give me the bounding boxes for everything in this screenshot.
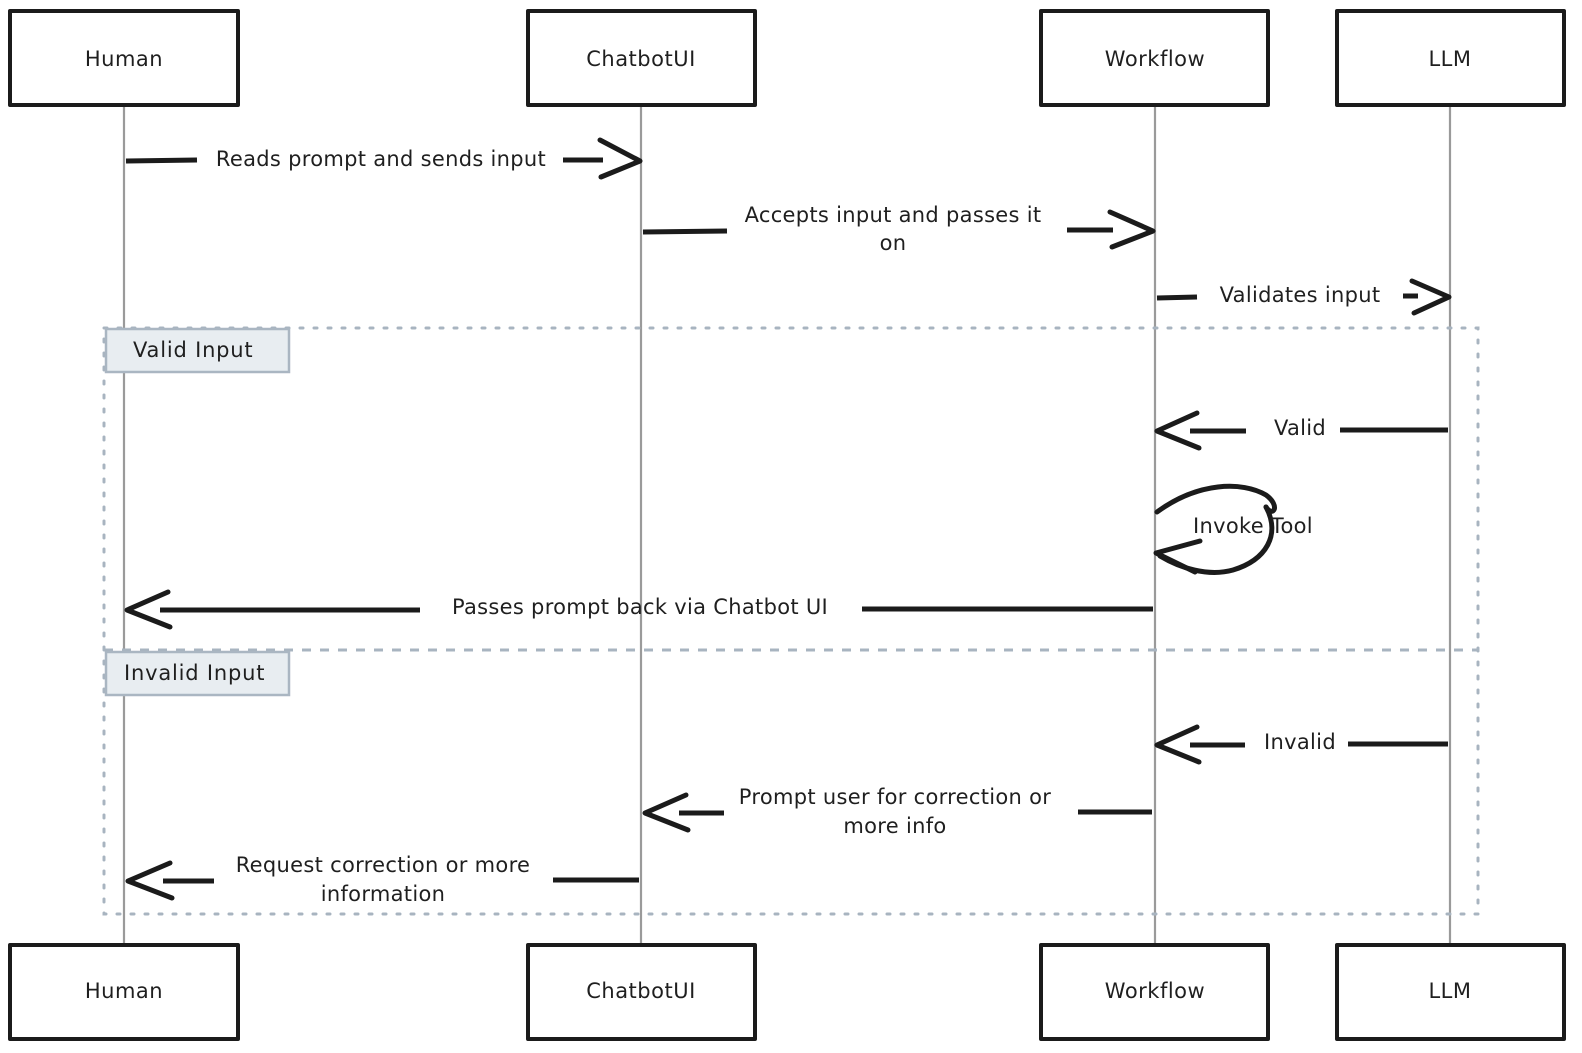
participant-workflow-top[interactable]: Workflow: [1039, 9, 1270, 107]
alt-fragment-border: [102, 326, 1480, 916]
participant-workflow-bottom[interactable]: Workflow: [1039, 943, 1270, 1041]
participant-label-llm-bottom: LLM: [1428, 979, 1471, 1003]
message-arrowhead-invoke-tool: [1153, 538, 1203, 575]
message-label-m8-line2: more info: [843, 814, 946, 838]
lifelines-group: [122, 105, 1452, 947]
fragment-section-valid-input: Valid Input: [104, 327, 291, 374]
message-label-m4: Valid: [1274, 416, 1326, 440]
message-line-m3: [1156, 294, 1198, 301]
alt-fragment: Valid Input Invalid Input: [102, 326, 1480, 916]
participant-label-human-top: Human: [85, 47, 163, 71]
participant-human-bottom[interactable]: Human: [8, 943, 240, 1041]
message-arrowhead-m3: [1409, 278, 1452, 316]
participant-box-human-bottom[interactable]: [8, 943, 240, 1041]
participant-boxes-top: Human ChatbotUI Workflow LLM: [8, 9, 1566, 107]
message-arrowhead-m2: [1107, 209, 1156, 250]
message-arrowhead-m6: [124, 589, 173, 630]
message-invalid: Invalid: [1154, 724, 1448, 765]
participant-boxes-bottom: Human ChatbotUI Workflow LLM: [8, 943, 1566, 1041]
message-accepts-input-and-passes-it-on: Accepts input and passes it on: [642, 203, 1156, 255]
participant-label-workflow-top: Workflow: [1105, 47, 1205, 71]
message-arrowhead-m1: [597, 137, 643, 180]
participant-box-human-top[interactable]: [8, 9, 240, 107]
participant-box-workflow-top[interactable]: [1039, 9, 1270, 107]
participant-box-chatbotui-top[interactable]: [526, 9, 757, 107]
message-label-m6: Passes prompt back via Chatbot UI: [452, 595, 828, 619]
participant-label-workflow-bottom: Workflow: [1105, 979, 1205, 1003]
message-arrowhead-m7: [1154, 724, 1202, 765]
participant-label-chatbotui-bottom: ChatbotUI: [586, 979, 696, 1003]
message-label-m8-line1: Prompt user for correction or: [739, 785, 1051, 809]
fragment-tag-invalid-input: [104, 650, 291, 697]
participant-human-top[interactable]: Human: [8, 9, 240, 107]
message-label-m2-line2: on: [880, 231, 907, 255]
message-arrowhead-m8: [642, 792, 691, 833]
participant-llm-top[interactable]: LLM: [1335, 9, 1566, 107]
fragment-label-valid-input: Valid Input: [133, 338, 253, 362]
message-reads-prompt-and-sends-input: Reads prompt and sends input: [125, 137, 643, 180]
message-validates-input: Validates input: [1156, 278, 1452, 316]
message-passes-prompt-back-via-chatbot-ui: Passes prompt back via Chatbot UI: [124, 589, 1153, 630]
message-label-invoke-tool: Invoke Tool: [1193, 514, 1313, 538]
message-request-correction-or-more-information: Request correction or more information: [125, 853, 639, 906]
message-label-m7: Invalid: [1264, 730, 1336, 754]
message-valid: Valid: [1154, 410, 1448, 451]
message-arrowhead-m9: [125, 860, 175, 901]
message-line-m2: [642, 228, 728, 235]
message-invoke-tool: Invoke Tool: [1153, 483, 1313, 575]
participant-chatbotui-bottom[interactable]: ChatbotUI: [526, 943, 757, 1041]
participant-chatbotui-top[interactable]: ChatbotUI: [526, 9, 757, 107]
message-label-m9-line1: Request correction or more: [236, 853, 531, 877]
participant-label-chatbotui-top: ChatbotUI: [586, 47, 696, 71]
message-label-m9-line2: information: [321, 882, 446, 906]
message-line-m1: [125, 157, 198, 164]
participant-box-llm-bottom[interactable]: [1335, 943, 1566, 1041]
message-label-m1: Reads prompt and sends input: [216, 147, 546, 171]
message-arrowhead-m4: [1154, 410, 1202, 451]
participant-label-human-bottom: Human: [85, 979, 163, 1003]
message-label-m3: Validates input: [1220, 283, 1381, 307]
participant-box-workflow-bottom[interactable]: [1039, 943, 1270, 1041]
fragment-label-invalid-input: Invalid Input: [124, 661, 265, 685]
participant-box-chatbotui-bottom[interactable]: [526, 943, 757, 1041]
fragment-section-invalid-input: Invalid Input: [104, 650, 291, 697]
message-label-m2-line1: Accepts input and passes it: [745, 203, 1042, 227]
participant-box-llm-top[interactable]: [1335, 9, 1566, 107]
fragment-tag-valid-input: [104, 327, 291, 374]
participant-label-llm-top: LLM: [1428, 47, 1471, 71]
message-prompt-user-for-correction: Prompt user for correction or more info: [642, 785, 1152, 838]
participant-llm-bottom[interactable]: LLM: [1335, 943, 1566, 1041]
message-self-loop-invoke-tool: [1154, 483, 1277, 515]
